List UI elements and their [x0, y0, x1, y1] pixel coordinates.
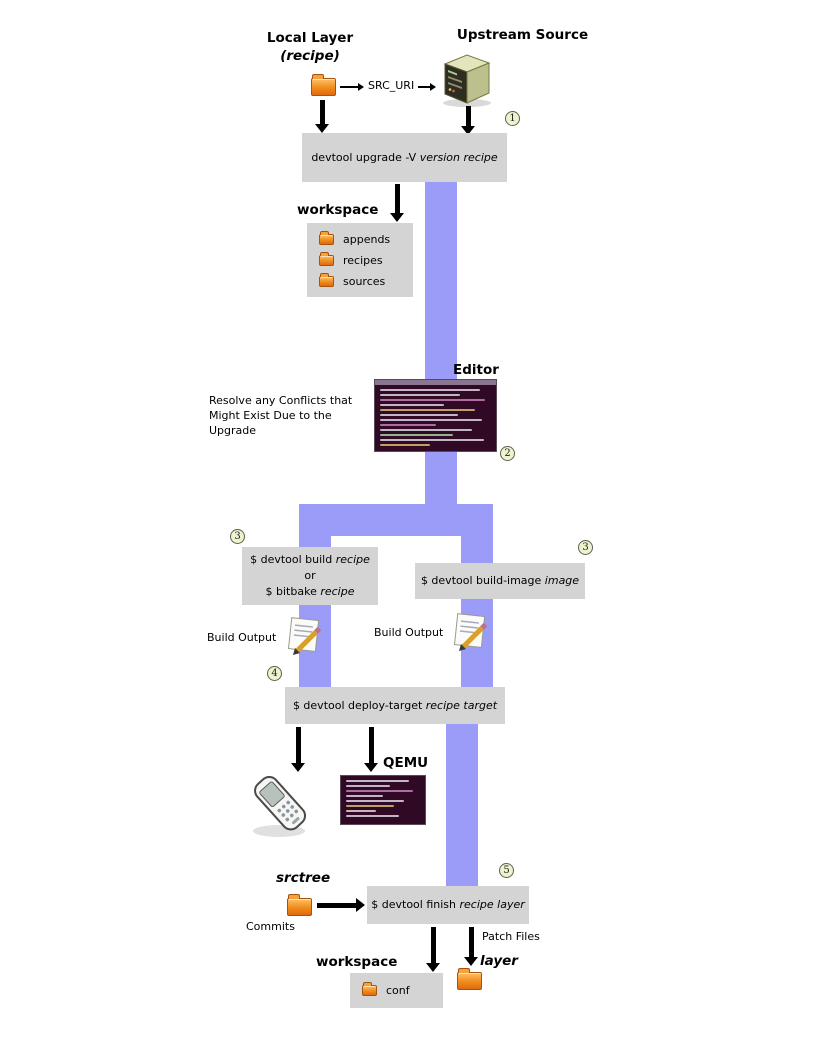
- workspace-title: workspace: [297, 202, 379, 218]
- layer-title: layer: [480, 953, 518, 969]
- commits-label: Commits: [246, 920, 295, 933]
- workspace-item-label: sources: [343, 274, 386, 288]
- arrow-finish-to-workspace: [426, 927, 440, 972]
- devtool-upgrade-box: devtool upgrade -V version recipe: [302, 133, 507, 182]
- src-uri-label: SRC_URI: [368, 79, 415, 92]
- devtool-finish-box: $ devtool finish recipe layer: [367, 886, 529, 924]
- devtool-deploy-target-box: $ devtool deploy-target recipe target: [285, 687, 505, 724]
- folder-icon: [319, 251, 334, 266]
- arrow-deploy-to-qemu: [364, 727, 378, 772]
- folder-icon: [362, 982, 377, 996]
- workspace-item-label: recipes: [343, 253, 383, 267]
- arrow-srctree-to-finish: [317, 898, 365, 912]
- devtool-build-image-box: $ devtool build-image image: [415, 563, 585, 599]
- flow-band-main-vertical: [425, 180, 457, 536]
- workspace-folder-list: appends recipes sources: [307, 223, 413, 297]
- step-5-badge: 5: [499, 863, 514, 878]
- flow-band-lower: [446, 722, 478, 888]
- workspace-item-conf: conf: [362, 980, 431, 1001]
- devtool-deploy-target-command: $ devtool deploy-target recipe target: [292, 698, 498, 712]
- conflict-resolution-note: Resolve any Conflicts that Might Exist D…: [209, 394, 353, 437]
- build-output-left-icon: [283, 615, 325, 661]
- src-uri-arrow-right: [418, 82, 436, 91]
- src-uri-arrow-left: [340, 82, 364, 91]
- terminal-titlebar: [375, 380, 496, 385]
- local-layer-title: Local Layer: [266, 30, 354, 46]
- local-layer-folder-icon: [311, 74, 336, 96]
- step-4-badge: 4: [267, 666, 282, 681]
- workspace-item-sources: sources: [319, 271, 401, 292]
- build-output-right-icon: [449, 611, 491, 657]
- step-2-badge: 2: [500, 446, 515, 461]
- qemu-title: QEMU: [383, 755, 429, 771]
- upstream-server-icon: [436, 52, 496, 112]
- arrow-deploy-to-device: [291, 727, 305, 772]
- layer-folder-icon: [457, 968, 482, 990]
- flow-band-horizontal: [299, 504, 493, 536]
- srctree-folder-icon: [287, 894, 312, 916]
- workspace-item-appends: appends: [319, 229, 401, 250]
- upstream-source-title: Upstream Source: [456, 27, 589, 43]
- qemu-terminal-screenshot: [340, 775, 426, 825]
- folder-icon: [319, 272, 334, 287]
- devtool-build-image-command: $ devtool build-image image: [420, 574, 580, 587]
- step-3-left-badge: 3: [230, 529, 245, 544]
- arrow-local-folder-to-upgrade: [315, 100, 329, 133]
- srctree-title: srctree: [276, 870, 331, 886]
- local-layer-subtitle: (recipe): [280, 48, 340, 64]
- step-1-badge: 1: [505, 111, 520, 126]
- devtool-build-box: $ devtool build recipe or $ bitbake reci…: [242, 547, 378, 605]
- build-output-left-label: Build Output: [207, 631, 277, 644]
- bitbake-command: $ bitbake recipe: [265, 585, 355, 598]
- devtool-finish-command: $ devtool finish recipe layer: [371, 898, 525, 911]
- devtool-build-command: $ devtool build recipe: [250, 553, 370, 566]
- step-3-right-badge: 3: [578, 540, 593, 555]
- editor-title: Editor: [453, 362, 499, 378]
- arrow-finish-to-layer: [464, 927, 478, 966]
- devtool-upgrade-command: devtool upgrade -V version recipe: [311, 150, 498, 164]
- build-output-right-label: Build Output: [374, 626, 444, 639]
- workspace-bottom-title: workspace: [316, 954, 398, 970]
- src-uri-connector: SRC_URI: [340, 78, 436, 95]
- folder-icon: [319, 230, 334, 245]
- patch-files-label: Patch Files: [482, 930, 540, 943]
- workspace-item-recipes: recipes: [319, 250, 401, 271]
- conf-label: conf: [386, 984, 410, 997]
- arrow-upgrade-to-workspace: [390, 184, 404, 222]
- arrow-server-to-upgrade: [461, 106, 475, 135]
- or-label: or: [304, 569, 316, 582]
- workspace-conf-box: conf: [350, 973, 443, 1008]
- editor-terminal-screenshot: [374, 379, 497, 452]
- target-device-icon: [243, 768, 319, 846]
- workspace-item-label: appends: [343, 232, 391, 246]
